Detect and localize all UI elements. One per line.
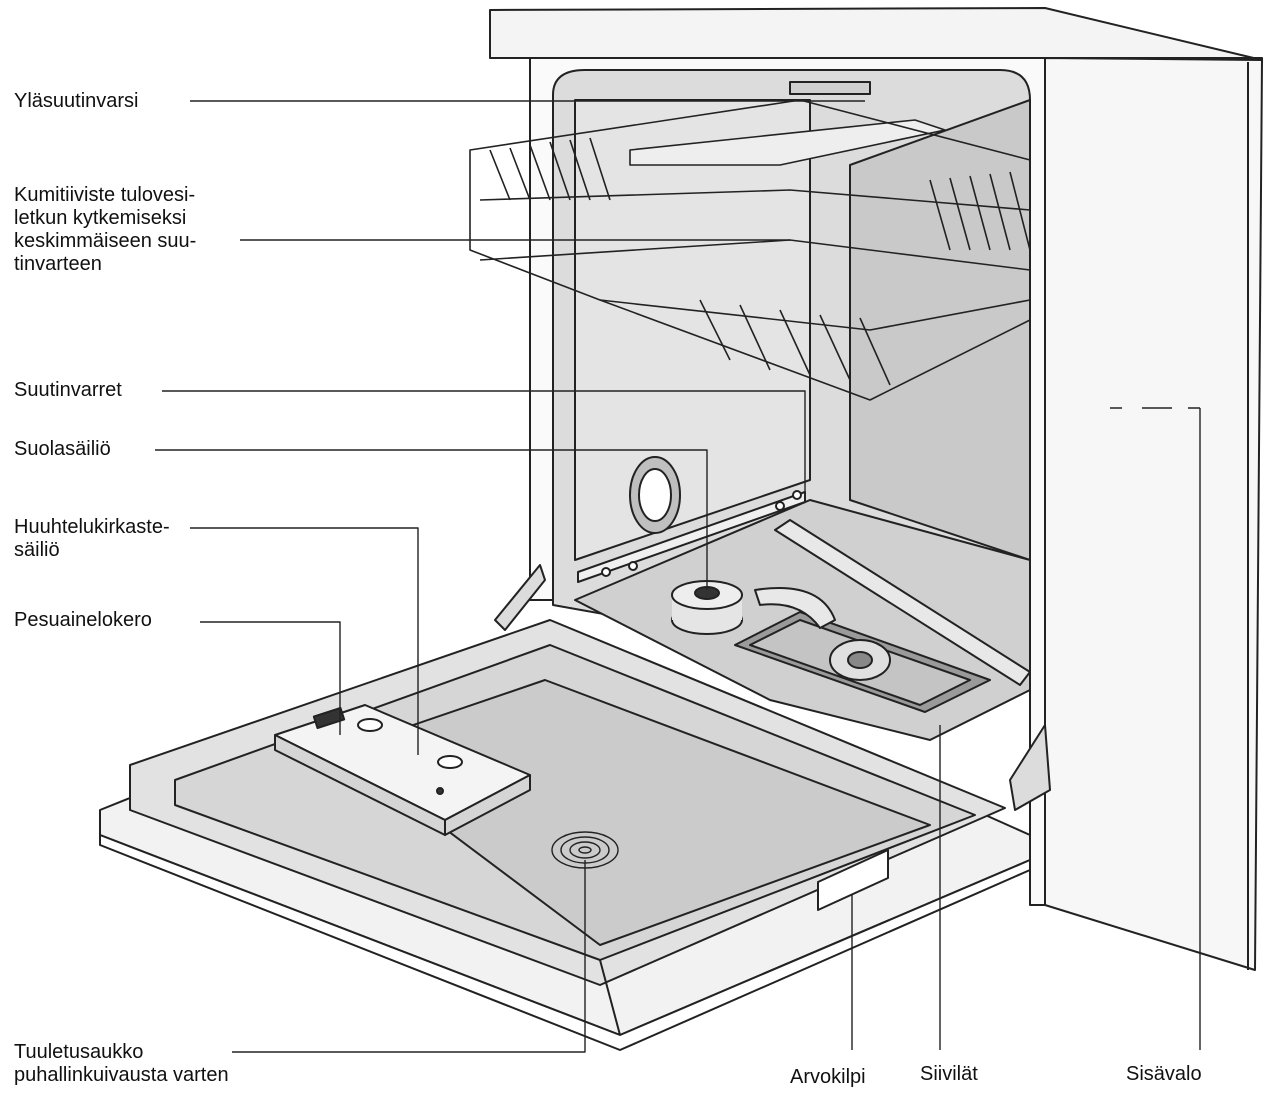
cup-shelf — [629, 119, 946, 166]
label-rinse-aid-dispenser: Huuhtelukirkaste- säiliö — [14, 516, 170, 561]
tub-right-wall — [849, 99, 1031, 561]
label-upper-spray-arm: Yläsuutinvarsi — [14, 90, 139, 112]
detergent-dispenser — [274, 704, 531, 836]
upper-spray-arm — [789, 81, 871, 95]
upper-basket — [469, 99, 1031, 401]
leader-lines — [155, 100, 1201, 1053]
salt-container-filler — [671, 580, 743, 635]
label-rubber-seal: Kumitiiviste tulovesi- letkun kytkemisek… — [14, 184, 197, 275]
rating-plate — [817, 849, 889, 911]
door-inner-floor — [339, 679, 931, 946]
label-vent-opening: Tuuletusaukko puhallinkuivausta varten — [14, 1041, 229, 1086]
leader-detergent — [200, 621, 341, 735]
lower-spray-arm — [774, 519, 1031, 686]
basket-tines — [489, 137, 1031, 386]
spray-arm-hub — [754, 587, 836, 629]
leader-salt-container — [155, 449, 708, 590]
countertop — [489, 7, 1263, 61]
wall-bracket — [577, 490, 806, 583]
leader-vent-opening — [232, 860, 586, 1053]
label-interior-light: Sisävalo — [1126, 1063, 1202, 1085]
cabinet — [489, 7, 1263, 971]
leader-spray-arms — [162, 390, 806, 500]
label-salt-container: Suolasäiliö — [14, 438, 111, 460]
salt-container-cap — [629, 456, 681, 534]
filter-assembly — [734, 611, 991, 713]
leader-interior-light — [1110, 407, 1201, 1050]
tub-left-wall — [574, 99, 811, 561]
label-rating-plate: Arvokilpi — [790, 1066, 866, 1088]
left-hinge — [494, 564, 546, 631]
leader-rinse-aid — [190, 527, 419, 755]
right-hinge — [1009, 724, 1051, 811]
label-detergent-dispenser: Pesuainelokero — [14, 609, 152, 631]
cabinet-side-panel — [1044, 57, 1263, 971]
label-filters: Siivilät — [920, 1063, 978, 1085]
label-spray-arms: Suutinvarret — [14, 379, 122, 401]
